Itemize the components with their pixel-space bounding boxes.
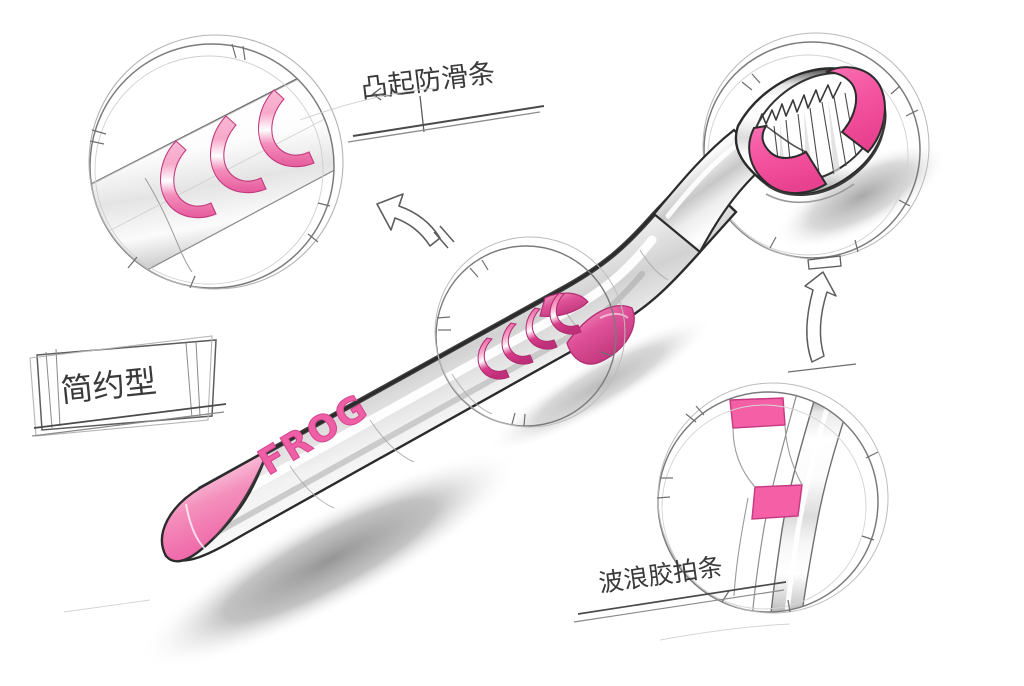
- neck-shadow: [486, 316, 714, 454]
- detail-circle-grip-ribs: [88, 34, 344, 290]
- detail-circle-outline: [435, 245, 617, 427]
- grip-pad-lower: [751, 484, 803, 520]
- stray-construction-strokes: [63, 87, 791, 641]
- head-rim-inner: [765, 183, 855, 204]
- callout-arrow-up-left: [376, 193, 441, 247]
- grip-rib-fill: [210, 115, 267, 194]
- circle-tick-marks: [656, 405, 879, 613]
- annotation-underline: [33, 403, 227, 429]
- cast-shadows: [138, 141, 949, 670]
- toothbrush-body: FROG: [160, 128, 768, 563]
- annotation-underline: [352, 105, 545, 137]
- annotation-box: [36, 339, 217, 431]
- detail-circle-outline-ghost2: [661, 404, 867, 610]
- detail-circle-outline-ghost: [434, 236, 626, 428]
- grip-pad-upper: [729, 397, 786, 429]
- annotation-box-edge-left: [45, 348, 61, 429]
- main-handle-grip-ribs: [477, 292, 582, 380]
- annotation-anti-slip: 凸起防滑条: [347, 58, 545, 143]
- callout-arrow-bar: [807, 255, 842, 270]
- head-pink-block-bottom: [748, 124, 828, 195]
- callout-arrow-base-line: [787, 363, 857, 373]
- circle-tick-marks: [89, 43, 331, 289]
- detail-circle-outline-ghost: [88, 34, 344, 290]
- grip-rib-fill: [160, 140, 217, 219]
- annotation-underline-second: [347, 111, 541, 143]
- detail-circle-side-profile: [656, 382, 889, 614]
- detail-circle-outline: [703, 41, 921, 259]
- callout-arrow-down: [804, 271, 837, 363]
- detail-circle-outline-ghost2: [94, 55, 324, 285]
- grip-rib-fill: [258, 89, 315, 168]
- head-rim: [767, 115, 886, 196]
- bristle-serration: [756, 81, 842, 127]
- head-pink-block-top: [825, 66, 886, 154]
- annotation-leader-line: [419, 95, 425, 133]
- callout-arrow-tail-dash: [433, 225, 455, 249]
- annotation-minimal-type: 简约型: [29, 335, 227, 437]
- detail-circle-mid-handle: [434, 236, 626, 428]
- detail-circle-outline: [89, 43, 335, 289]
- annotation-underline: [577, 581, 787, 615]
- circle-tick-marks: [436, 259, 613, 427]
- grip-rib: [501, 322, 534, 365]
- head-shadow: [775, 141, 949, 251]
- brush-head: [734, 66, 887, 204]
- annotation-underline-second: [31, 411, 225, 437]
- grip-rib: [525, 307, 558, 350]
- teardrop-pad-large: [566, 305, 635, 365]
- handle-end-cap: [160, 447, 271, 563]
- annotation-box-edge-right: [185, 341, 201, 419]
- annotation-underline-second: [573, 589, 785, 623]
- grip-rib: [477, 337, 510, 380]
- annotation-box-ghost: [29, 335, 213, 437]
- annotation-text: 凸起防滑条: [359, 58, 497, 105]
- grip-rib: [549, 292, 582, 335]
- neck-highlight: [665, 141, 741, 219]
- handle-top-edge: [197, 169, 697, 492]
- grip-rib-group: [160, 89, 315, 219]
- callout-arrows: [376, 193, 857, 373]
- handle-shadow: [138, 450, 522, 670]
